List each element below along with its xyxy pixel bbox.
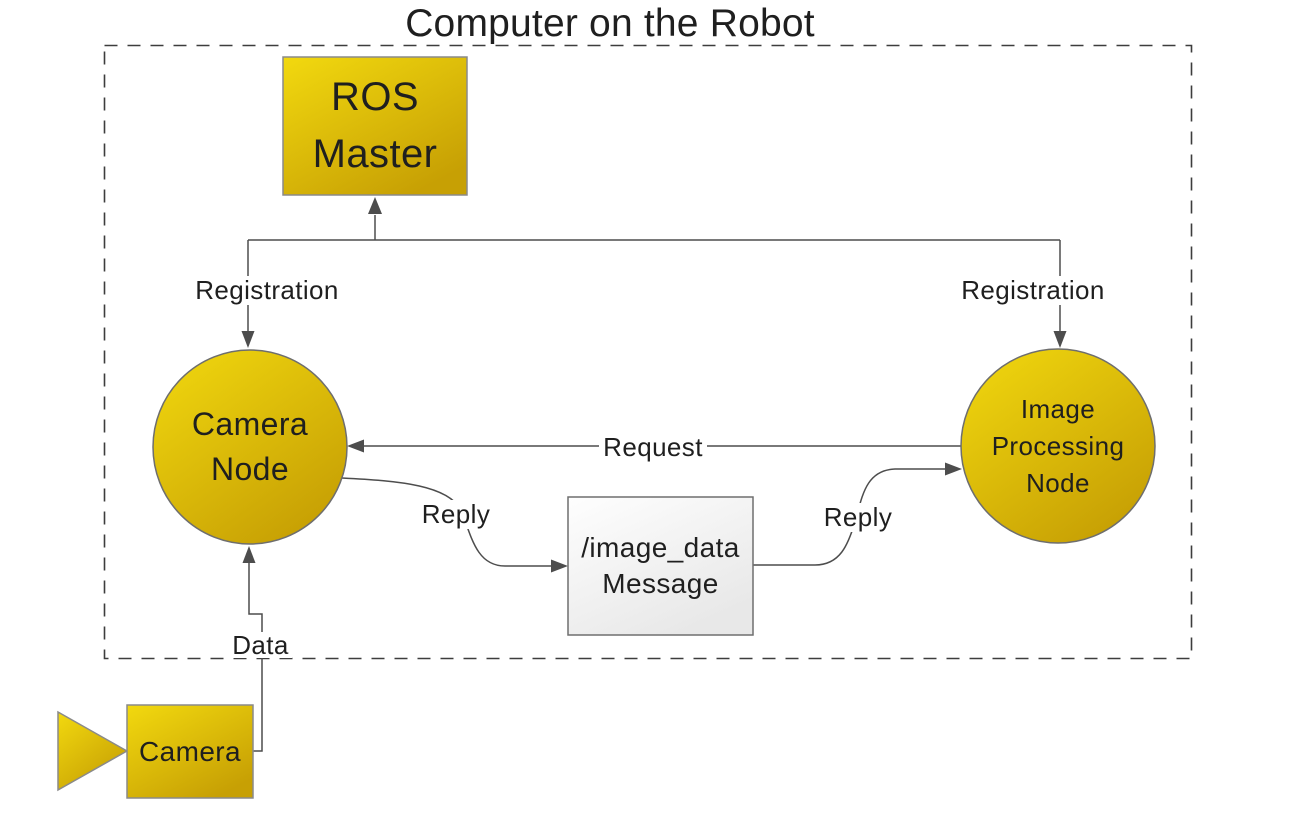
reply-right-edge-label: Reply bbox=[818, 503, 898, 532]
image-data-message-box bbox=[567, 496, 754, 636]
request-edge-label: Request bbox=[599, 433, 707, 462]
image-data-message-label: /image_data Message bbox=[581, 532, 740, 599]
ros-master-box bbox=[282, 56, 468, 196]
registration-left-arrowhead bbox=[241, 331, 255, 348]
boundary-dashed-rect bbox=[103, 44, 1193, 660]
data-edge-label: Data bbox=[229, 630, 292, 659]
reply-left-edge-label: Reply bbox=[416, 500, 496, 529]
reply-left-arrowhead bbox=[551, 559, 568, 573]
camera-lens-icon bbox=[57, 710, 129, 792]
registration-left-edge-label: Registration bbox=[177, 276, 357, 305]
registration-master-arrowhead bbox=[368, 197, 382, 214]
data-line bbox=[248, 563, 263, 752]
camera-device-box bbox=[126, 704, 254, 799]
registration-right-edge-label: Registration bbox=[943, 276, 1123, 305]
connector-lines-group bbox=[247, 215, 1061, 752]
camera-node-label: Camera Node bbox=[191, 406, 309, 487]
request-arrowhead bbox=[347, 439, 364, 453]
diagram-title: Computer on the Robot bbox=[405, 1, 815, 45]
registration-right-arrowhead bbox=[1053, 331, 1067, 348]
arrowheads-group bbox=[241, 197, 1067, 573]
image-processing-node-circle bbox=[960, 348, 1156, 544]
camera-node-circle bbox=[152, 349, 348, 545]
ros-master-label: ROS Master bbox=[312, 75, 438, 176]
camera-device-label: Camera bbox=[139, 735, 241, 767]
reply-right-arrowhead bbox=[945, 462, 962, 476]
data-arrowhead bbox=[242, 546, 256, 563]
image-processing-node-label: Image Processing Node bbox=[991, 393, 1125, 498]
